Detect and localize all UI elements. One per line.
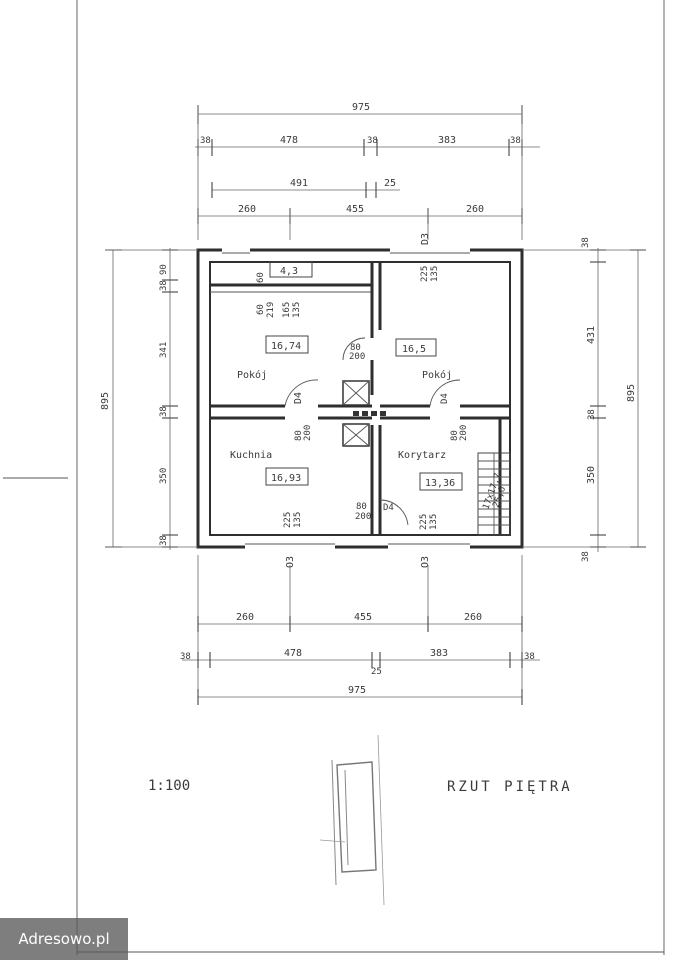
door-80-b: 80	[294, 430, 304, 441]
room-kuchnia-area: 16,93	[271, 473, 301, 484]
bath-area: 4,3	[280, 266, 298, 277]
room-korytarz-area: 13,36	[425, 478, 455, 489]
room-pokoj-right-label: Pokój	[422, 369, 452, 381]
dim-right-top: 38	[581, 237, 591, 248]
top-dimensions	[195, 105, 540, 240]
dim-left-wall3: 38	[159, 535, 169, 546]
dim-axis-mid: 455	[346, 204, 364, 215]
dim-right-wall: 38	[587, 409, 597, 420]
bottom-dimensions	[182, 555, 540, 705]
opening-d4-right: D4	[440, 393, 450, 404]
door-80-a: 80	[350, 343, 361, 353]
plan-title: RZUT PIĘTRA	[447, 779, 573, 795]
pencil-sketch	[319, 734, 385, 906]
bath-dim-60-top: 60	[256, 272, 266, 283]
dim-top-left-span: 478	[280, 135, 298, 146]
window-top-right-a: 225	[420, 266, 430, 282]
dim-left-upper: 341	[159, 342, 169, 358]
dim-top-right-span: 383	[438, 135, 456, 146]
bath-dim-165: 165	[282, 302, 292, 318]
room-korytarz-label: Korytarz	[398, 450, 446, 461]
door-200-d: 200	[355, 512, 371, 522]
room-pokoj-right-area: 16,5	[402, 344, 426, 355]
dim-right-total: 895	[626, 384, 637, 402]
sheet-border	[3, 0, 665, 955]
dim-bottom-axis-right: 260	[464, 612, 482, 623]
window-bottom-left-b: 135	[293, 512, 303, 528]
dim-top-total: 975	[352, 102, 370, 113]
dim-left-wall1: 38	[159, 280, 169, 291]
opening-d3-top: D3	[420, 233, 431, 245]
dim-bottom-right-margin: 38	[524, 652, 535, 662]
dim-right-upper: 431	[586, 326, 597, 344]
dim-bottom-axis-left: 260	[236, 612, 254, 623]
dim-top-right-margin: 38	[510, 136, 521, 146]
door-200-b: 200	[303, 425, 313, 441]
room-pokoj-left-label: Pokój	[237, 369, 267, 381]
dim-top-wall-mid: 38	[367, 136, 378, 146]
door-80-c: 80	[450, 430, 460, 441]
dim-bottom-left-margin: 38	[180, 652, 191, 662]
dim-25: 25	[384, 178, 396, 189]
bath-dim-60: 60	[256, 304, 266, 315]
door-200-a: 200	[349, 352, 365, 362]
opening-o3-bottom-right: O3	[420, 556, 431, 568]
opening-d4-bottom: D4	[383, 503, 394, 513]
window-bottom-right-a: 225	[419, 514, 429, 530]
dim-left-wall2: 38	[159, 406, 169, 417]
dim-left-top: 90	[159, 264, 169, 275]
room-pokoj-left-area: 16,74	[271, 341, 301, 352]
left-dimensions	[105, 248, 198, 550]
opening-o3-bottom-left: O3	[285, 556, 296, 568]
dim-bottom-left-span: 478	[284, 648, 302, 659]
opening-d4-center: D4	[293, 392, 304, 404]
door-200-c: 200	[459, 425, 469, 441]
dim-491: 491	[290, 178, 308, 189]
dim-bottom-mid: 25	[371, 667, 382, 677]
area-boxes	[265, 261, 463, 491]
dim-axis-left: 260	[238, 204, 256, 215]
room-kuchnia-label: Kuchnia	[230, 450, 272, 461]
watermark-badge: Adresowo.pl	[0, 918, 128, 960]
scale-label: 1:100	[148, 778, 190, 794]
right-dimensions	[522, 248, 646, 552]
dim-bottom-right-span: 383	[430, 648, 448, 659]
window-bottom-left-a: 225	[283, 512, 293, 528]
dim-bottom-axis-mid: 455	[354, 612, 372, 623]
dim-left-total: 895	[100, 392, 111, 410]
window-top-right-b: 135	[430, 266, 440, 282]
dim-left-lower: 350	[159, 468, 169, 484]
dim-right-lower: 350	[586, 466, 597, 484]
bath-dim-219: 219	[266, 302, 276, 318]
dim-right-bottom: 38	[581, 551, 591, 562]
dim-axis-right: 260	[466, 204, 484, 215]
door-80-d: 80	[356, 502, 367, 512]
dim-top-left-margin: 38	[200, 136, 211, 146]
building-walls	[196, 248, 524, 549]
window-bottom-right-b: 135	[429, 514, 439, 530]
dim-bottom-total: 975	[348, 685, 366, 696]
bath-dim-135: 135	[292, 302, 302, 318]
